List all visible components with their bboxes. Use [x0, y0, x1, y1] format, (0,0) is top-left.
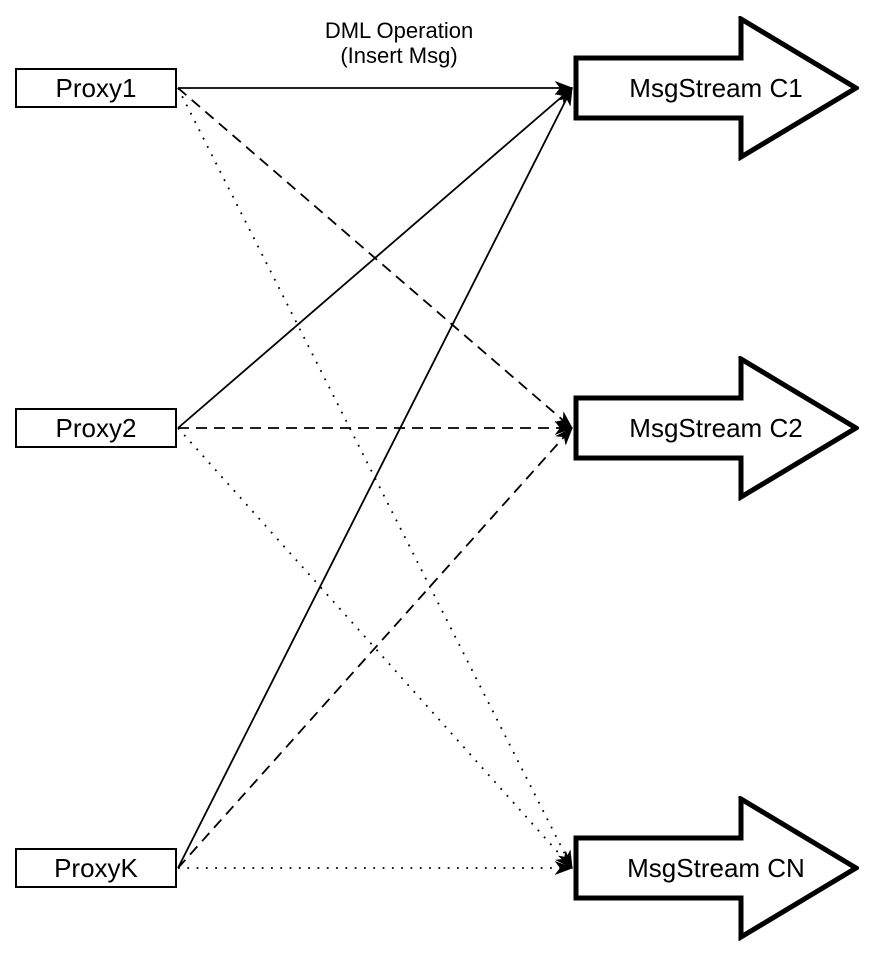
edge-proxyk-c2: [177, 428, 572, 869]
msgstream-c2-node: MsgStream C2: [573, 356, 859, 501]
msgstream-cn-node: MsgStream CN: [573, 796, 859, 941]
proxyk-node: ProxyK: [15, 848, 177, 888]
proxy2-label: Proxy2: [55, 412, 137, 443]
proxy2-node: Proxy2: [15, 408, 177, 448]
diagram-title-line1: DML Operation: [324, 18, 474, 43]
msgstream-c1-node: MsgStream C1: [573, 16, 859, 161]
block-arrow-icon: [573, 356, 859, 501]
block-arrow-icon: [573, 16, 859, 161]
edge-proxyk-c1: [177, 88, 573, 869]
diagram-title: DML Operation (Insert Msg): [254, 18, 544, 68]
msgstream-cn-label: MsgStream CN: [627, 853, 805, 883]
proxy1-node: Proxy1: [15, 68, 177, 108]
diagram-title-line2: (Insert Msg): [340, 43, 458, 68]
proxyk-label: ProxyK: [54, 852, 138, 883]
proxy1-label: Proxy1: [55, 72, 137, 103]
msgstream-c1-label: MsgStream C1: [629, 73, 803, 103]
block-arrow-icon: [573, 796, 859, 941]
msgstream-c2-label: MsgStream C2: [629, 413, 803, 443]
edge-proxy1-c2: [177, 87, 572, 428]
